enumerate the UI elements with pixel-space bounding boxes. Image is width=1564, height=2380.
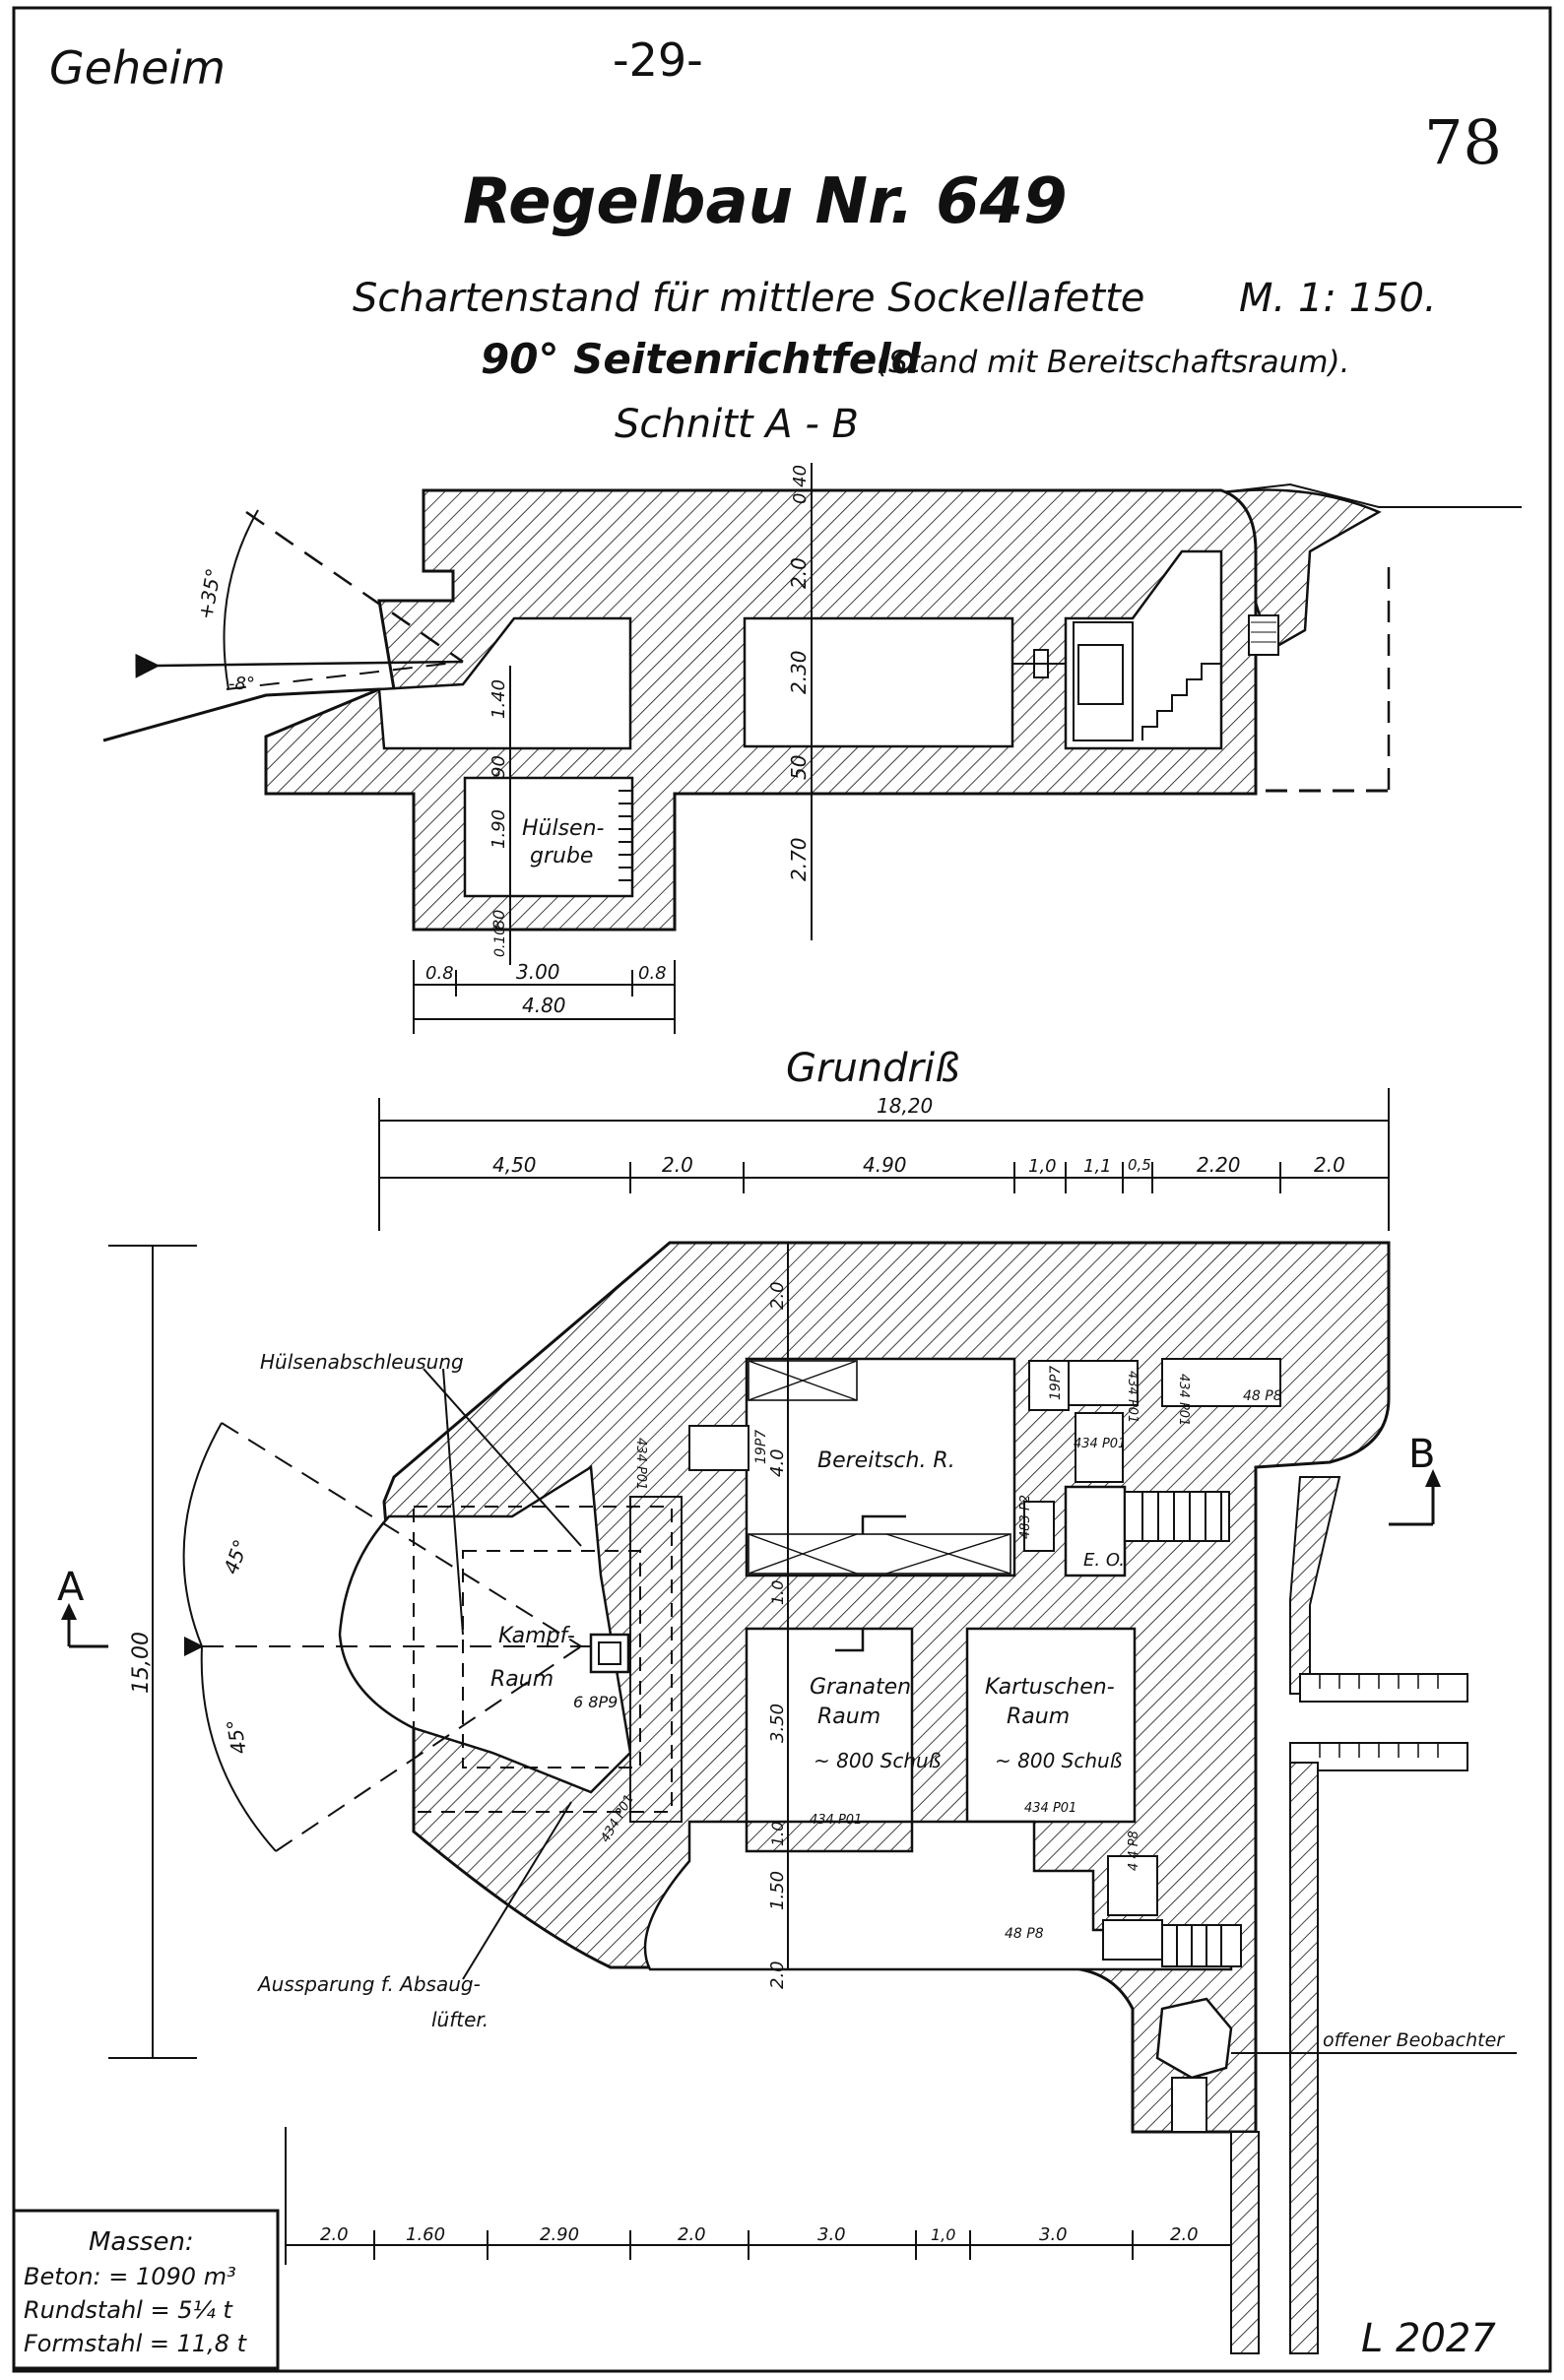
room-granaten-3: ~ 800 Schuß <box>814 1749 941 1772</box>
plan-total-height: 15,00 <box>129 1632 154 1694</box>
plan-title: Grundriß <box>786 1046 960 1091</box>
top-dim-3: 4.90 <box>863 1153 907 1177</box>
dim-v-2: 2.0 <box>787 557 811 589</box>
pit-label-1: Hülsen- <box>522 816 605 841</box>
annot-beobachter: offener Beobachter <box>1323 2029 1505 2051</box>
annot-huelsen: Hülsenabschleusung <box>260 1350 464 1374</box>
room-kampf-1: Kampf- <box>498 1624 575 1648</box>
code-5: 48 P8 <box>1243 1388 1282 1404</box>
top-dim-4: 1,0 <box>1028 1156 1057 1177</box>
code-14: 4 4 P8 <box>1127 1831 1141 1871</box>
drawing-number: L 2027 <box>1361 2316 1496 2361</box>
room-kartuschen-1: Kartuschen- <box>985 1675 1115 1700</box>
left-dim-6: 1.50 <box>767 1871 788 1910</box>
scale-label: M. 1: 150. <box>1239 276 1437 321</box>
dim-total: 4.80 <box>522 994 566 1017</box>
sheet-number: 78 <box>1424 106 1502 178</box>
page-number: -29- <box>613 33 703 87</box>
top-dim-5: 1,1 <box>1083 1156 1112 1177</box>
section-title: Schnitt A - B <box>615 402 859 447</box>
dim-v-5: 2.70 <box>787 837 811 881</box>
dim-b-1: 0.8 <box>425 963 454 984</box>
left-dim-4: 3.50 <box>767 1704 788 1743</box>
code-2: 434 P01 <box>1125 1371 1140 1423</box>
code-8: 434 P01 <box>1176 1374 1191 1426</box>
bottom-dim-6: 1,0 <box>931 2225 955 2244</box>
room-bereitschaft: Bereitsch. R. <box>817 1448 955 1473</box>
massen-beton: Beton: = 1090 m³ <box>24 2263 236 2290</box>
top-dim-8: 2.0 <box>1314 1153 1345 1177</box>
top-dim-7: 2.20 <box>1197 1153 1241 1177</box>
subtitle-2-note: (Stand mit Bereitschaftsraum). <box>877 345 1350 380</box>
code-4: 434 P01 <box>633 1438 648 1490</box>
room-kartuschen-2: Raum <box>1007 1705 1070 1729</box>
left-dim-5: 1.0 <box>768 1822 787 1846</box>
room-granaten-1: Granaten <box>810 1675 911 1700</box>
section-marker-b: B <box>1408 1432 1435 1477</box>
code-11: 434 P01 <box>810 1813 862 1828</box>
plan-view: 18,20 4,50 2.0 4.90 1,0 1,1 0,5 2.20 2.0 <box>57 1088 1517 2354</box>
sheet-border <box>12 6 1552 2373</box>
angle-down: -8° <box>228 674 255 694</box>
section-marker-a: A <box>57 1565 85 1610</box>
dim-b-2: 3.00 <box>516 960 560 984</box>
code-3: 19P7 <box>753 1430 769 1464</box>
angle-bottom: 45° <box>222 1717 251 1756</box>
top-dim-1: 4,50 <box>492 1153 537 1177</box>
massen-title: Massen: <box>89 2227 194 2257</box>
classification-label: Geheim <box>49 41 226 95</box>
dim-v-1: 0.40 <box>790 465 811 504</box>
left-dim-3: 1.0 <box>768 1580 787 1605</box>
top-dim-6: 0,5 <box>1128 1156 1151 1174</box>
pit-label-2: grube <box>530 844 593 868</box>
massen-box <box>12 2209 280 2370</box>
left-dim-2: 4.0 <box>767 1448 788 1477</box>
room-granaten-2: Raum <box>817 1705 880 1729</box>
bottom-dim-4: 2.0 <box>678 2224 706 2245</box>
dim-v-4: 50 <box>787 755 811 780</box>
dim-v-3: 2.30 <box>787 650 811 694</box>
dim-v-7: 90 <box>489 755 509 778</box>
main-title: Regelbau Nr. 649 <box>463 165 1068 238</box>
bottom-dim-3: 2.90 <box>540 2224 579 2245</box>
plan-total-width: 18,20 <box>877 1094 933 1118</box>
dim-v-8: 1.90 <box>489 809 509 849</box>
left-dim-1: 2.0 <box>767 1281 788 1310</box>
code-6: 434 P01 <box>1074 1437 1126 1451</box>
dim-b-3: 0.8 <box>638 963 667 984</box>
room-eo: E. O. <box>1083 1550 1125 1571</box>
bottom-dim-2: 1.60 <box>406 2224 445 2245</box>
dim-v-9: 0.10 <box>492 927 508 957</box>
annot-aussparung-2: lüfter. <box>431 2008 489 2031</box>
annot-aussparung-1: Aussparung f. Absaug- <box>256 1972 481 1996</box>
left-dim-7: 2.0 <box>767 1961 788 1989</box>
subtitle: Schartenstand für mittlere Sockellafette <box>353 276 1145 321</box>
room-kartuschen-3: ~ 800 Schuß <box>995 1749 1122 1772</box>
code-7: 483 P2 <box>1018 1495 1033 1539</box>
subtitle-2: 90° Seitenrichtfeld <box>481 335 921 383</box>
angle-up: +35° <box>193 566 226 621</box>
code-12: 434 P01 <box>1024 1801 1076 1816</box>
dim-v-6: 1.40 <box>489 679 509 719</box>
section-view: Hülsen- grube +35° -8° 0.40 2.0 2.30 50 … <box>102 463 1522 1034</box>
bottom-dim-1: 2.0 <box>320 2224 349 2245</box>
top-dim-2: 2.0 <box>662 1153 693 1177</box>
dim-v-10: 80 <box>489 910 508 930</box>
code-13: 48 P8 <box>1005 1926 1044 1942</box>
bottom-dim-7: 3.0 <box>1039 2224 1068 2245</box>
ground-line-left <box>102 687 380 742</box>
angle-top: 45° <box>219 1536 253 1577</box>
code-9: 6 8P9 <box>573 1693 618 1711</box>
ground-line-right <box>1220 482 1522 508</box>
massen-rundstahl: Rundstahl = 5¼ t <box>24 2296 232 2324</box>
bottom-dim-5: 3.0 <box>817 2224 846 2245</box>
code-1: 19P7 <box>1048 1366 1064 1400</box>
massen-formstahl: Formstahl = 11,8 t <box>24 2330 247 2357</box>
bottom-dim-8: 2.0 <box>1170 2224 1199 2245</box>
